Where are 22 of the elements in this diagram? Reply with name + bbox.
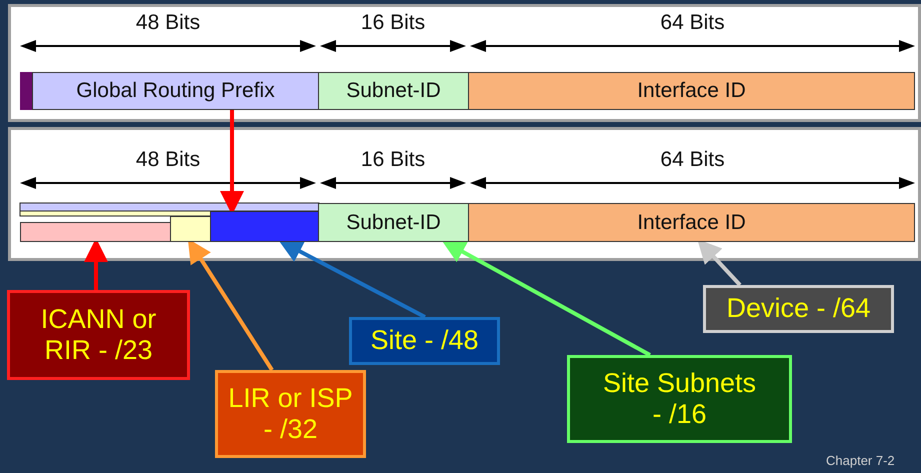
page-number: Chapter 7-2 [826,453,895,468]
callout-box: Site - /48 [349,317,500,365]
address-field: Interface ID [468,72,915,110]
callout-box: Site Subnets - /16 [567,355,792,443]
dimension-label: 48 Bits [136,148,200,172]
prefix-bar [210,211,319,242]
address-field: Subnet-ID [318,72,469,110]
arrow [278,240,426,319]
address-field: Subnet-ID [318,203,469,242]
dimension-label: 64 Bits [660,148,725,172]
callout-box: LIR or ISP - /32 [215,370,366,458]
arrow [442,240,651,357]
dimension-label: 48 Bits [136,11,200,35]
prefix-bar [20,222,171,242]
prefix-bar [170,216,211,242]
address-field: Global Routing Prefix [32,72,319,110]
dimension-label: 16 Bits [360,11,426,35]
callout-box: ICANN or RIR - /23 [7,290,190,380]
address-field: Interface ID [468,203,915,242]
dimension-label: 16 Bits [360,148,426,172]
callout-box: Device - /64 [703,285,894,333]
dimension-label: 64 Bits [660,11,725,35]
